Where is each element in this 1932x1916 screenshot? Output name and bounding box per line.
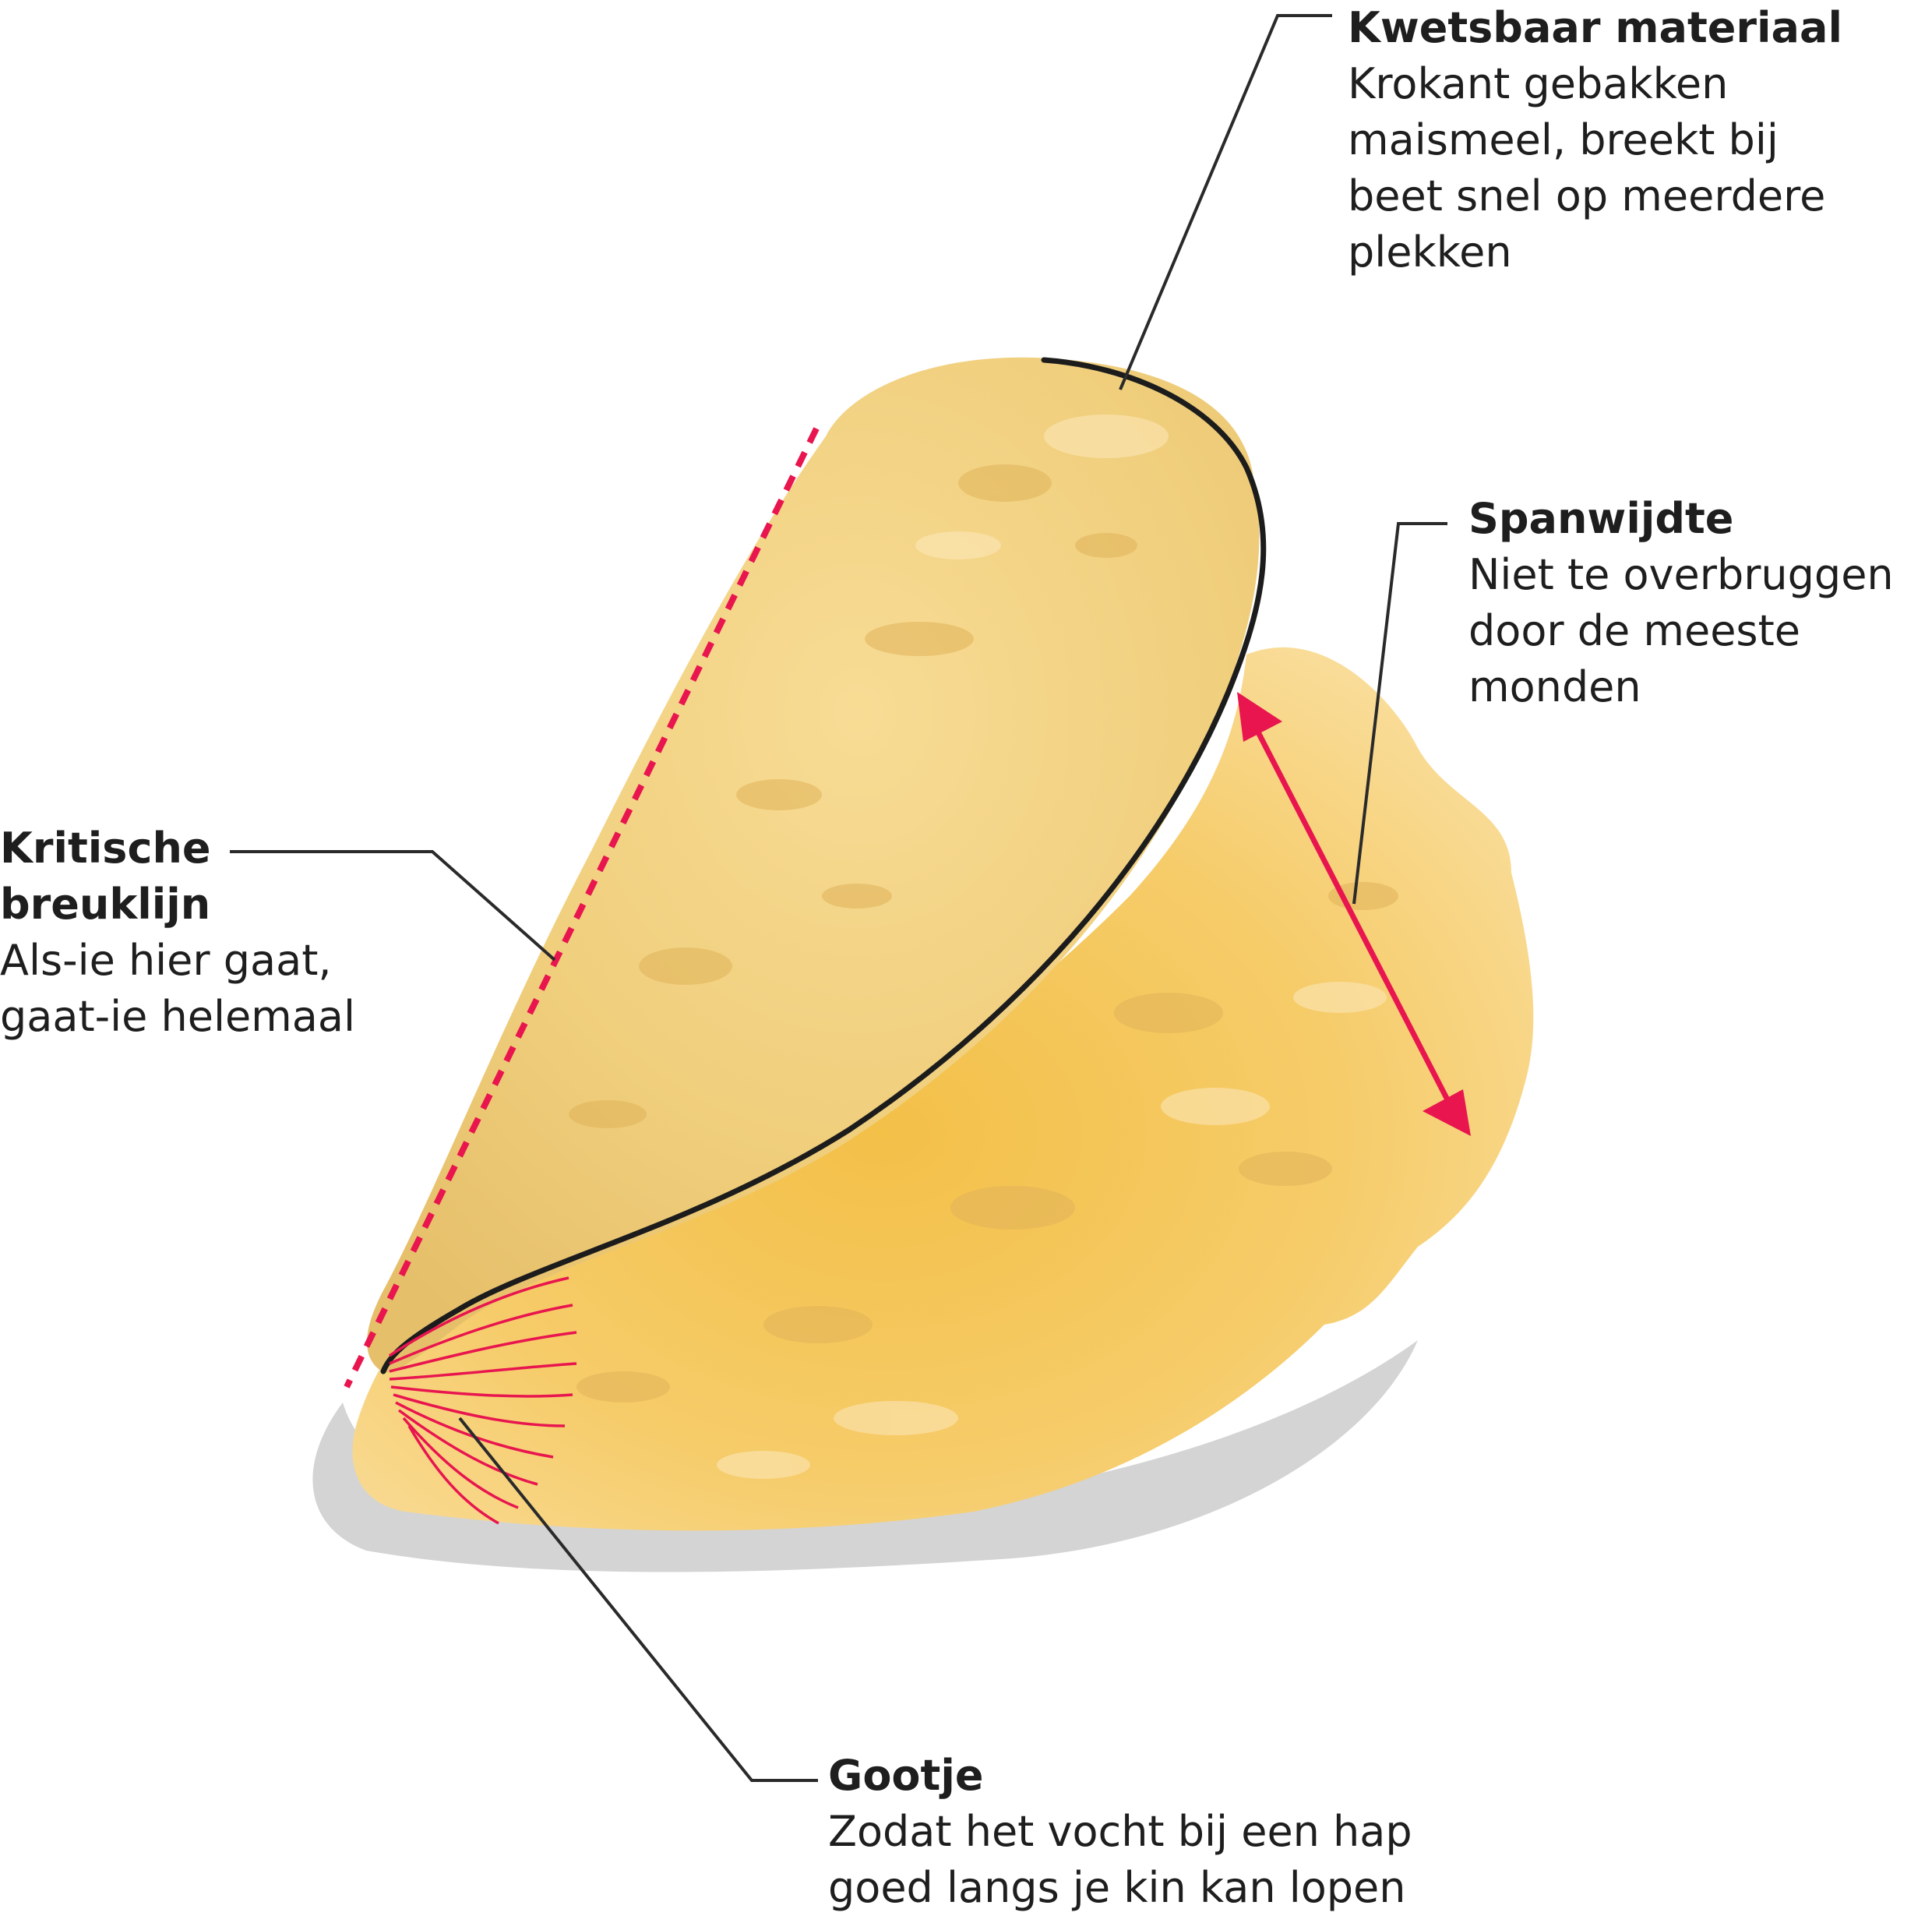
label-kwetsbaar-title: Kwetsbaar materiaal — [1348, 3, 1842, 52]
critical-break-line — [344, 427, 820, 1388]
label-gootje: Gootje Zodat het vocht bij een hap goed … — [828, 1748, 1529, 1916]
taco-highlights — [717, 415, 1387, 1479]
label-breuklijn-body: Als-ie hier gaat, gaat-ie helemaal — [0, 936, 355, 1041]
gutter-lines — [389, 1276, 577, 1525]
label-spanwijdte-body: Niet te overbruggen door de meeste monde… — [1468, 550, 1894, 711]
span-arrow-head-top — [1237, 692, 1282, 742]
label-gootje-title: Gootje — [828, 1751, 984, 1800]
span-arrow-head-bottom — [1423, 1089, 1471, 1136]
label-kritische-breuklijn: Kritische breuklijn Als-ie hier gaat, ga… — [0, 820, 436, 1045]
leader-gootje — [458, 1417, 818, 1782]
fold-line — [380, 357, 1267, 1374]
label-breuklijn-title: Kritische breuklijn — [0, 824, 211, 929]
taco-back-shell — [352, 647, 1534, 1531]
label-kwetsbaar-materiaal: Kwetsbaar materiaal Krokant gebakken mai… — [1348, 0, 1909, 281]
label-spanwijdte: Spanwijdte Niet te overbruggen door de m… — [1468, 491, 1932, 715]
leader-breuklijn — [230, 850, 556, 962]
leader-lines — [230, 14, 1447, 1782]
taco-shadow — [312, 1340, 1418, 1572]
span-arrow — [1237, 692, 1471, 1136]
label-spanwijdte-title: Spanwijdte — [1468, 494, 1734, 543]
taco-texture — [569, 464, 1398, 1403]
label-kwetsbaar-body: Krokant gebakken maismeel, breekt bij be… — [1348, 59, 1826, 277]
leader-kwetsbaar — [1119, 14, 1332, 390]
label-gootje-body: Zodat het vocht bij een hap goed langs j… — [828, 1807, 1412, 1912]
leader-spanwijdte — [1352, 522, 1447, 905]
